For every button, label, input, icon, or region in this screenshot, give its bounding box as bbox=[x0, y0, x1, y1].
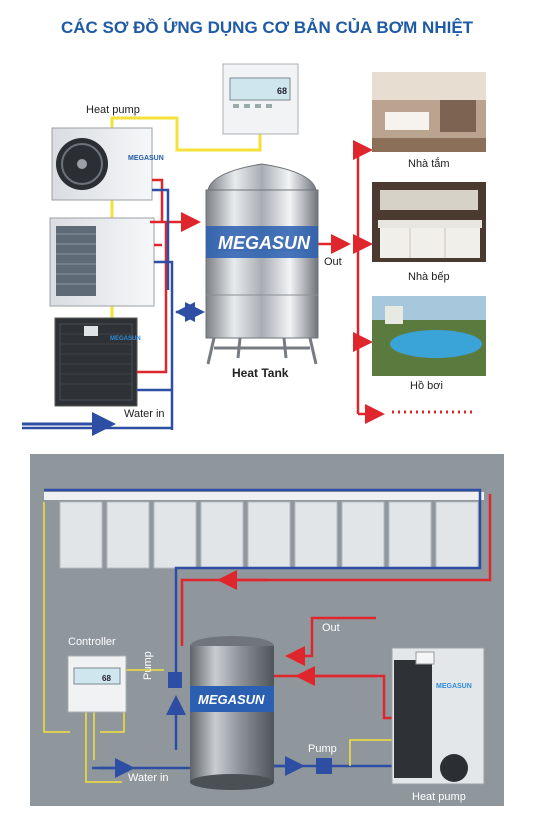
horizontal-pump bbox=[316, 758, 332, 774]
heat-pump-unit-3: MEGASUN bbox=[54, 317, 141, 407]
controller-label: Controller bbox=[68, 636, 116, 648]
destination-pool-label: Hồ bơi bbox=[410, 380, 443, 392]
cold-pipes-top bbox=[22, 188, 205, 436]
top-heat-pump-label: Heat pump bbox=[86, 104, 140, 116]
top-diagram: MEGASUN MEGASUN 68 bbox=[22, 63, 486, 436]
unit-brand-1: MEGASUN bbox=[128, 155, 164, 162]
bottom-controller: 68 bbox=[67, 655, 127, 713]
top-controller: 68 bbox=[222, 63, 299, 135]
bottom-tank: MEGASUN bbox=[190, 636, 274, 790]
bottom-unit-brand: MEGASUN bbox=[436, 683, 472, 690]
unit-brand-3: MEGASUN bbox=[110, 336, 141, 342]
bottom-controller-display: 68 bbox=[102, 674, 111, 683]
photo-bathroom bbox=[372, 72, 486, 152]
heat-tank: MEGASUN bbox=[205, 163, 319, 365]
bottom-pipes bbox=[44, 488, 492, 778]
heat-pump-unit-2 bbox=[49, 217, 155, 307]
destination-kitchen-label: Nhà bếp bbox=[408, 271, 450, 283]
bottom-heat-pump-label: Heat pump bbox=[412, 791, 466, 803]
destination-bathroom-label: Nhà tắm bbox=[408, 158, 450, 170]
bottom-heat-pump: MEGASUN bbox=[391, 647, 485, 785]
hot-pipes-top bbox=[137, 140, 472, 424]
bottom-out-label: Out bbox=[322, 622, 340, 634]
bottom-water-in-label: Water in bbox=[128, 772, 169, 784]
pump-label: Pump bbox=[308, 743, 337, 755]
top-controller-display: 68 bbox=[277, 86, 287, 96]
top-out-label: Out bbox=[324, 256, 342, 268]
diagram-title: CÁC SƠ ĐỒ ỨNG DỤNG CƠ BẢN CỦA BƠM NHIỆT bbox=[60, 18, 474, 37]
wire-hp-to-controller bbox=[110, 116, 262, 152]
photo-pool bbox=[372, 296, 486, 376]
heat-pump-unit-1: MEGASUN bbox=[51, 127, 164, 201]
collector-bank bbox=[44, 492, 484, 569]
vertical-pump bbox=[168, 672, 182, 688]
photo-kitchen bbox=[372, 182, 486, 262]
bottom-tank-brand: MEGASUN bbox=[198, 692, 265, 707]
tank-brand: MEGASUN bbox=[218, 233, 311, 253]
heat-tank-label: Heat Tank bbox=[232, 366, 289, 380]
vertical-pump-label: Pump bbox=[142, 651, 154, 680]
top-water-in-label: Water in bbox=[124, 408, 165, 420]
bottom-diagram: 68 MEGASUN MEGASUN bbox=[30, 454, 504, 806]
